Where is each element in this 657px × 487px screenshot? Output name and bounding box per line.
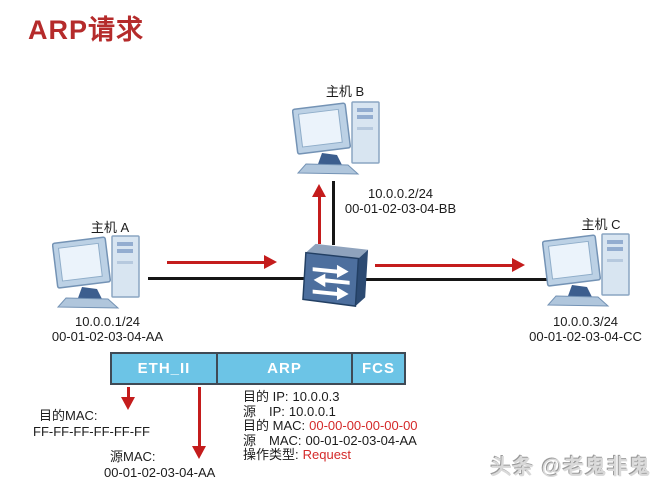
- frame-field-fcs: FCS: [351, 352, 406, 385]
- arrow-switch-to-hostC-icon: [375, 258, 525, 272]
- hostB-label: 主机 B: [325, 84, 365, 99]
- arp-src-mac-value: 00-01-02-03-04-AA: [305, 432, 417, 448]
- link-switch-hostC: [362, 278, 547, 281]
- arp-dst-ip-value: 10.0.0.3: [292, 389, 340, 404]
- hostB-addresses: 10.0.0.2/24 00-01-02-03-04-BB: [333, 186, 468, 216]
- link-hostA-switch: [148, 277, 308, 280]
- arp-src-mac-line: 源 MAC:00-01-02-03-04-AA: [243, 432, 418, 449]
- arp-src-mac-label: 源 MAC:: [243, 432, 302, 448]
- arp-opcode-label: 操作类型:: [243, 447, 299, 463]
- link-hostB-switch: [332, 181, 335, 245]
- frame-structure: ETH_II ARP FCS: [110, 352, 406, 385]
- hostC-mac: 00-01-02-03-04-CC: [529, 329, 642, 344]
- arrow-eth-srcmac-icon: [192, 387, 206, 459]
- hostB-computer-icon: [292, 101, 380, 175]
- arp-payload-annotation: 目的 IP:10.0.0.3 源 IP:10.0.0.1 目的 MAC:00-0…: [243, 389, 418, 463]
- arp-dst-mac-value: 00-00-00-00-00-00: [309, 418, 418, 434]
- hostC-addresses: 10.0.0.3/24 00-01-02-03-04-CC: [518, 314, 653, 344]
- hostC-ip: 10.0.0.3/24: [552, 314, 619, 329]
- eth-dst-mac-annotation: 目的MAC: FF-FF-FF-FF-FF-FF: [33, 408, 150, 440]
- switch-icon: [302, 243, 369, 307]
- eth-dst-mac-label: 目的MAC:: [39, 408, 98, 423]
- arp-opcode-line: 操作类型:Request: [243, 448, 418, 463]
- arrow-hostA-to-switch-icon: [167, 255, 277, 269]
- hostA-computer-icon: [52, 235, 140, 309]
- hostA-addresses: 10.0.0.1/24 00-01-02-03-04-AA: [40, 314, 175, 344]
- eth-dst-mac-value: FF-FF-FF-FF-FF-FF: [33, 424, 150, 439]
- eth-src-mac-label: 源MAC:: [110, 449, 156, 464]
- arp-dst-mac-label: 目的 MAC:: [243, 418, 306, 434]
- arp-dst-mac-line: 目的 MAC:00-00-00-00-00-00: [243, 418, 418, 434]
- eth-src-mac-annotation: 源MAC: 00-01-02-03-04-AA: [104, 449, 215, 481]
- arrow-eth-dstmac-icon: [121, 387, 135, 410]
- hostA-label: 主机 A: [90, 220, 130, 235]
- arp-src-ip-label: 源 IP:: [243, 403, 285, 419]
- arp-dst-ip-label: 目的 IP:: [243, 389, 289, 404]
- arrow-switch-to-hostB-icon: [312, 184, 326, 244]
- eth-src-mac-value: 00-01-02-03-04-AA: [104, 465, 216, 480]
- arp-src-ip-value: 10.0.0.1: [288, 403, 336, 419]
- arp-dst-ip-line: 目的 IP:10.0.0.3: [243, 389, 418, 405]
- arp-opcode-value: Request: [302, 447, 352, 463]
- frame-field-arp: ARP: [216, 352, 353, 385]
- hostA-ip: 10.0.0.1/24: [74, 314, 141, 329]
- hostC-computer-icon: [542, 233, 630, 307]
- hostC-label: 主机 C: [581, 217, 621, 232]
- frame-field-eth-ii: ETH_II: [110, 352, 218, 385]
- hostA-mac: 00-01-02-03-04-AA: [51, 329, 164, 344]
- page-title: ARP请求: [28, 15, 145, 45]
- arp-src-ip-line: 源 IP:10.0.0.1: [243, 403, 418, 420]
- watermark: 头条 @老鬼非鬼: [490, 456, 651, 479]
- hostB-ip: 10.0.0.2/24: [367, 186, 434, 201]
- hostB-mac: 00-01-02-03-04-BB: [344, 201, 457, 216]
